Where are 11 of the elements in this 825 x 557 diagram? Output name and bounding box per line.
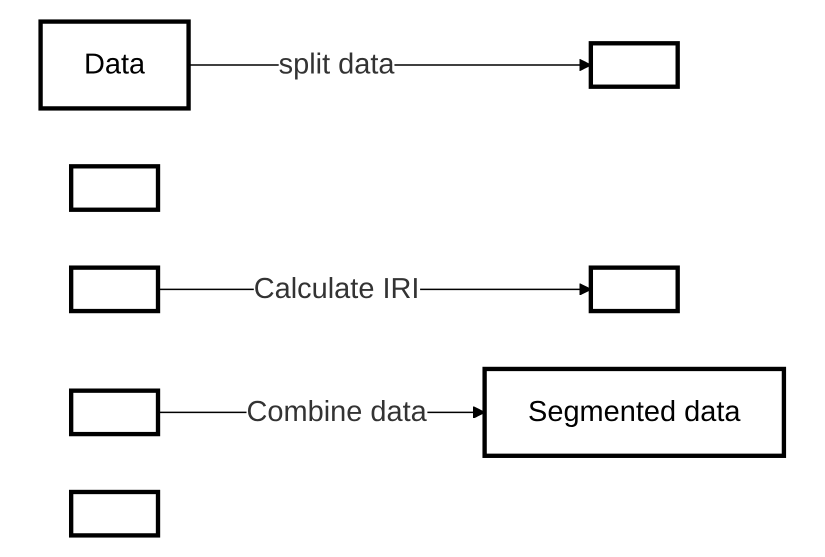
node-box: Data <box>38 19 191 111</box>
edge-label: split data <box>278 49 395 81</box>
node-bar <box>69 265 160 314</box>
edge-label: Calculate IRI <box>254 273 420 306</box>
node-bar <box>588 265 680 314</box>
node-bar <box>588 41 680 89</box>
node-bar <box>69 388 160 436</box>
node-box: Segmented data <box>482 366 786 458</box>
node-bar <box>69 164 160 212</box>
edge-label: Combine data <box>246 396 427 428</box>
node-bar <box>69 490 160 538</box>
